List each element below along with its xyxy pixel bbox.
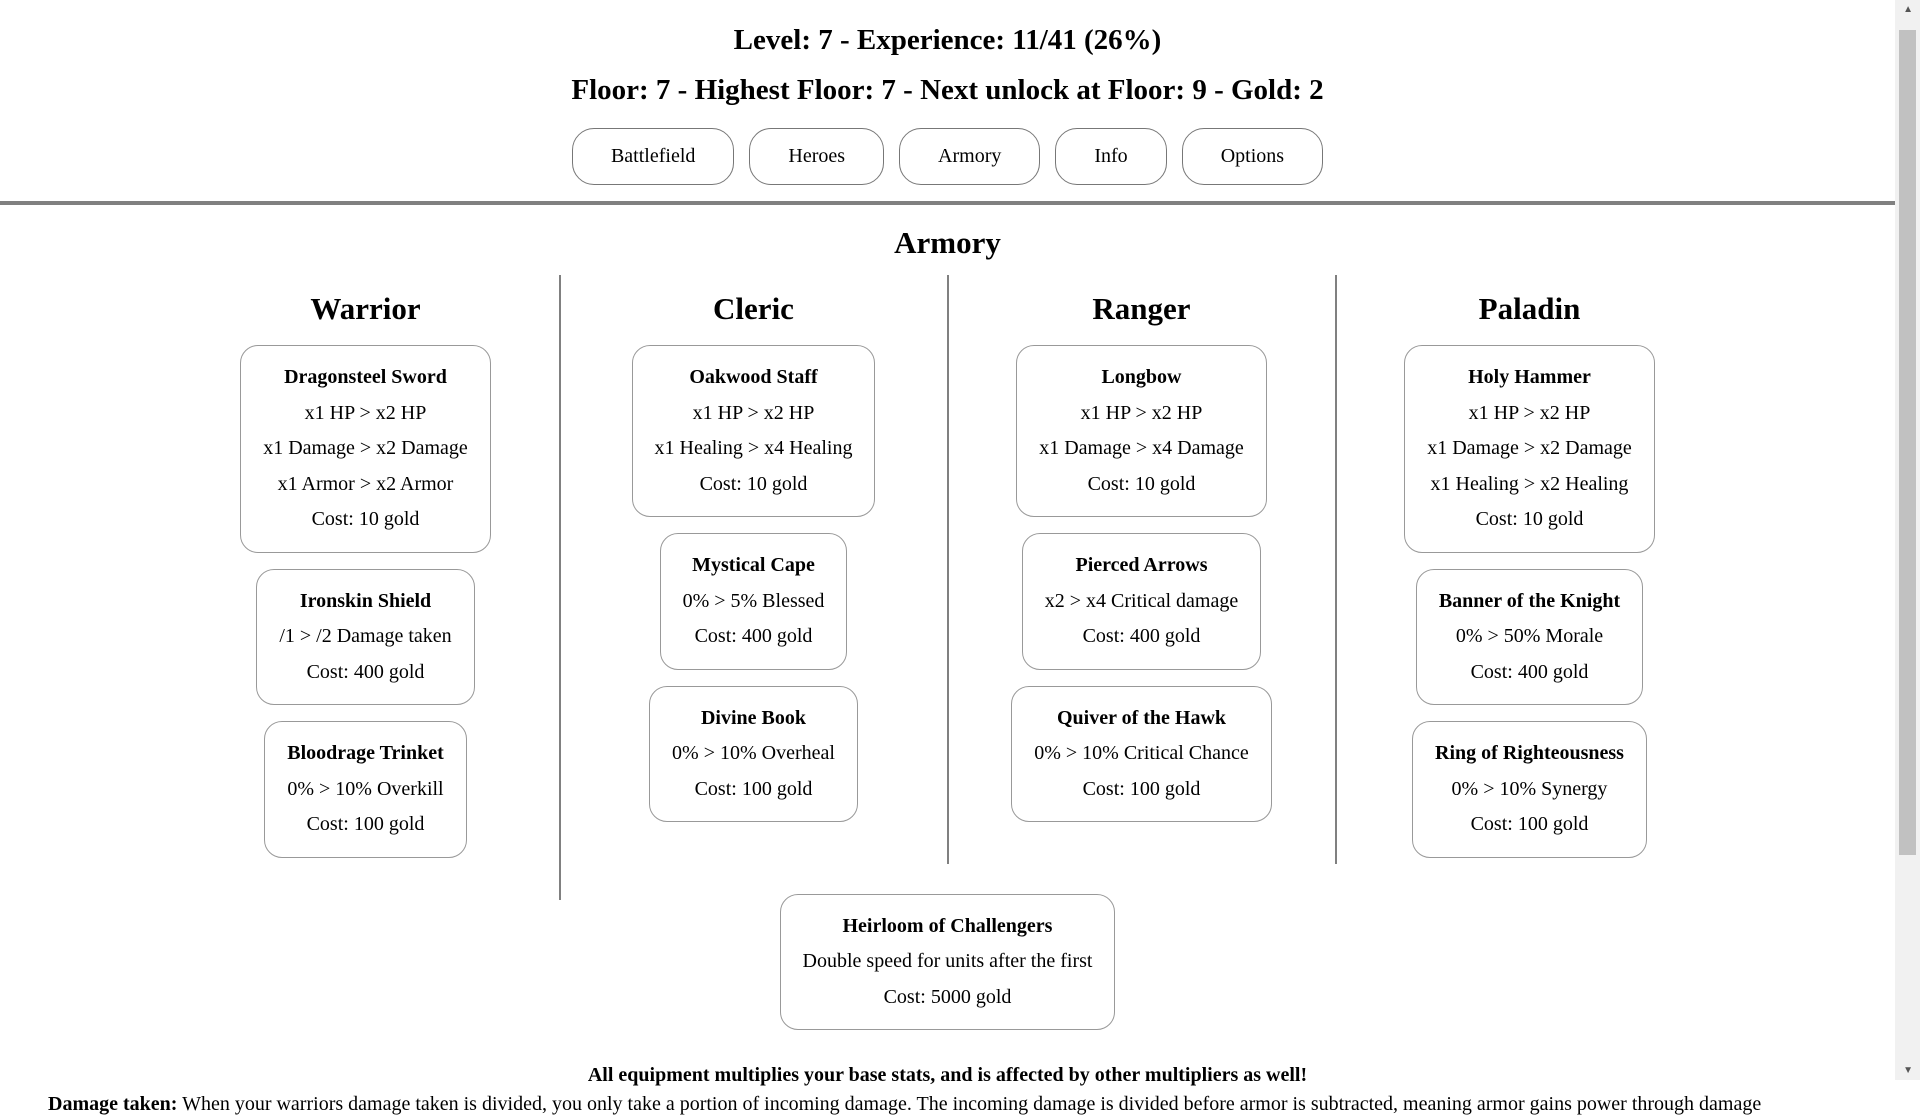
item-stat: Cost: 100 gold: [694, 777, 813, 800]
item-name: Pierced Arrows: [1075, 554, 1208, 576]
item-stat: Cost: 100 gold: [306, 813, 425, 835]
item-name: Holy Hammer: [1468, 366, 1591, 388]
item-stat: Cost: 400 gold: [1470, 660, 1589, 683]
item-stat: x1 HP > x2 HP: [692, 401, 815, 424]
equipment-card[interactable]: Holy Hammer x1 HP > x2 HP x1 Damage > x2 D…: [1404, 345, 1655, 553]
item-stat: Cost: 10 gold: [1475, 508, 1584, 530]
item-name: Ironskin Shield: [299, 589, 432, 612]
item-stat: x1 Healing > x2 Healing: [1430, 472, 1629, 495]
term: Damage taken:: [48, 1093, 178, 1115]
item-stat: x1 Damage > x2 Damage: [263, 437, 468, 459]
item-stat: 0% > 10% Overheal: [672, 742, 835, 764]
item-stat: x1 Damage > x2 Damage: [1427, 437, 1632, 459]
tab-options[interactable]: Options: [1181, 128, 1324, 185]
page-title: Armory: [894, 225, 1001, 260]
item-stat: x1 Armor > x2 Armor: [277, 472, 454, 495]
item-name: Mystical Cape: [692, 554, 815, 576]
damage-taken-explanation: Damage taken: When your warriors damage …: [0, 1093, 1895, 1116]
column-heading: Warrior: [310, 291, 421, 326]
equipment-note: All equipment multiplies your base stats…: [587, 1064, 1308, 1086]
item-stat: Cost: 100 gold: [1470, 813, 1589, 835]
tab-heroes[interactable]: Heroes: [749, 128, 885, 185]
item-stat: x2 > x4 Critical damage: [1044, 589, 1239, 612]
scroll-up-icon[interactable]: ▲: [1903, 4, 1913, 15]
floor-gold: Floor: 7 - Highest Floor: 7 - Next unloc…: [571, 74, 1324, 106]
item-stat: Cost: 400 gold: [694, 625, 813, 647]
item-stat: x1 HP > x2 HP: [1468, 401, 1591, 424]
item-name: Quiver of the Hawk: [1056, 706, 1227, 729]
item-name: Longbow: [1101, 366, 1182, 388]
item-stat: 0% > 10% Overkill: [287, 777, 444, 800]
item-name: Oakwood Staff: [689, 366, 818, 388]
item-stat: x1 HP > x2 HP: [304, 401, 427, 424]
item-name: Dragonsteel Sword: [284, 366, 447, 388]
equipment-card[interactable]: Oakwood Staff x1 HP > x2 HP x1 Healing > x…: [631, 345, 876, 517]
item-name: Ring of Righteousness: [1435, 742, 1624, 764]
equipment-card[interactable]: Quiver of the Hawk 0% > 10% Critical Chan…: [1011, 685, 1272, 822]
scrollbar-thumb[interactable]: [1899, 30, 1916, 855]
item-stat: Cost: 10 gold: [699, 472, 808, 495]
item-stat: 0% > 5% Blessed: [682, 589, 825, 612]
item-stat: Cost: 400 gold: [1082, 625, 1201, 647]
tab-armory[interactable]: Armory: [899, 128, 1041, 185]
item-stat: Cost: 10 gold: [1087, 472, 1196, 495]
item-name: Heirloom of Challengers: [842, 914, 1053, 937]
scroll-down-icon[interactable]: ▼: [1903, 1065, 1913, 1076]
item-stat: 0% > 50% Morale: [1455, 625, 1604, 647]
item-stat: Cost: 400 gold: [306, 660, 425, 683]
column-heading: Paladin: [1478, 291, 1581, 326]
item-stat: 0% > 10% Critical Chance: [1034, 742, 1249, 764]
item-stat: x1 Healing > x4 Healing: [654, 437, 853, 459]
item-name: Banner of the Knight: [1438, 589, 1621, 612]
tab-battlefield[interactable]: Battlefield: [571, 128, 735, 185]
item-stat: x1 Damage > x4 Damage: [1039, 437, 1244, 459]
item-stat: Cost: 5000 gold: [883, 985, 1012, 1008]
divider: [0, 201, 1895, 205]
item-stat: 0% > 10% Synergy: [1451, 777, 1608, 800]
item-name: Bloodrage Trinket: [287, 742, 444, 764]
column-heading: Cleric: [713, 291, 794, 326]
term-text: When your warriors damage taken is divid…: [177, 1093, 1762, 1115]
equipment-card[interactable]: Longbow x1 HP > x2 HP x1 Damage > x4 Damag…: [1016, 345, 1267, 517]
item-stat: Cost: 100 gold: [1082, 777, 1201, 800]
scrollbar[interactable]: ▲ ▼: [1895, 0, 1920, 1080]
item-stat: Cost: 10 gold: [311, 508, 420, 530]
level-experience: Level: 7 - Experience: 11/41 (26%): [733, 24, 1162, 56]
item-stat: /1 > /2 Damage taken: [279, 625, 452, 647]
item-stat: Double speed for units after the first: [802, 950, 1093, 972]
item-stat: x1 HP > x2 HP: [1080, 401, 1203, 424]
column-heading: Ranger: [1092, 291, 1191, 326]
equipment-card[interactable]: Dragonsteel Sword x1 HP > x2 HP x1 Damage …: [240, 345, 491, 553]
tab-info[interactable]: Info: [1055, 128, 1167, 185]
item-name: Divine Book: [700, 706, 806, 729]
